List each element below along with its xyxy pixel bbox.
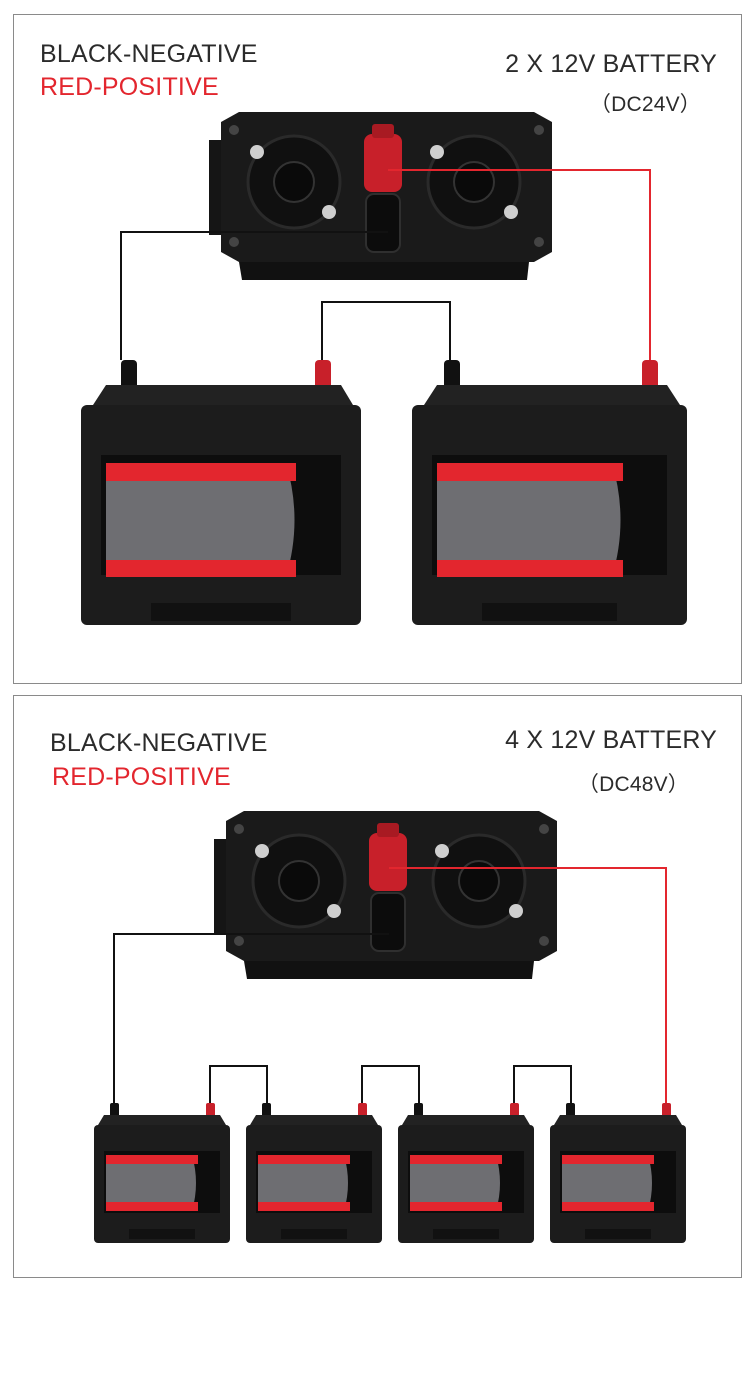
battery-icon <box>412 360 687 625</box>
inverter-icon <box>214 811 557 979</box>
inverter-icon <box>209 112 552 280</box>
panel-title: 4 X 12V BATTERY <box>505 726 717 754</box>
wiring-diagram-4-battery <box>94 811 686 1243</box>
fan-icon <box>246 134 342 230</box>
voltage-label: （DC24V） <box>589 93 701 116</box>
battery-icon <box>94 1103 230 1243</box>
diagram-panel-4-battery: BLACK-NEGATIVE RED-POSITIVE 4 X 12V BATT… <box>13 695 742 1278</box>
battery-icon <box>550 1103 686 1243</box>
fan-icon <box>426 134 522 230</box>
negative-legend-label: BLACK-NEGATIVE <box>40 40 258 68</box>
wiring-diagram-2-battery <box>81 112 687 625</box>
positive-legend-label: RED-POSITIVE <box>52 763 231 791</box>
negative-legend-label: BLACK-NEGATIVE <box>50 729 268 757</box>
battery-icon <box>246 1103 382 1243</box>
battery-icon <box>81 360 361 625</box>
fan-icon <box>251 833 347 929</box>
voltage-label: （DC48V） <box>577 773 689 796</box>
diagram-panel-2-battery: BLACK-NEGATIVE RED-POSITIVE 2 X 12V BATT… <box>13 14 742 684</box>
panel-title: 2 X 12V BATTERY <box>505 50 717 78</box>
fan-icon <box>431 833 527 929</box>
battery-icon <box>398 1103 534 1243</box>
positive-legend-label: RED-POSITIVE <box>40 73 219 101</box>
